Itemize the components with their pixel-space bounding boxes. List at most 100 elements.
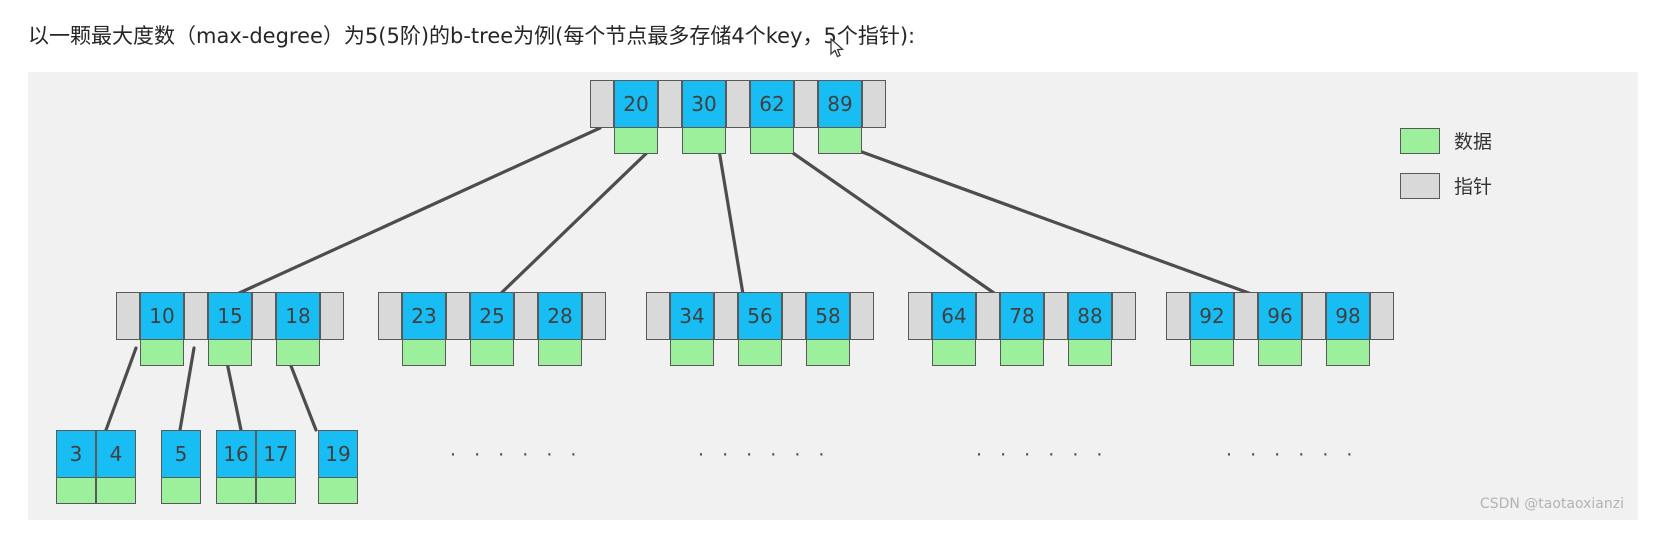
data-box: [216, 478, 256, 504]
pointer-cell[interactable]: [1234, 292, 1258, 340]
key-box: 17: [256, 430, 296, 478]
btree-leaf-node-1[interactable]: 3 4: [56, 430, 136, 504]
key-cell[interactable]: 18: [276, 292, 320, 366]
pointer-cell[interactable]: [1044, 292, 1068, 340]
pointer-box: [514, 292, 538, 340]
pointer-cell[interactable]: [850, 292, 874, 340]
pointer-cell[interactable]: [252, 292, 276, 340]
pointer-cell[interactable]: [794, 80, 818, 128]
key-box: 5: [161, 430, 201, 478]
btree-leaf-node-2[interactable]: 5: [161, 430, 201, 504]
data-box: [256, 478, 296, 504]
pointer-box: [782, 292, 806, 340]
key-box: 25: [470, 292, 514, 340]
pointer-box: [1166, 292, 1190, 340]
key-cell[interactable]: 30: [682, 80, 726, 154]
data-box: [1000, 340, 1044, 366]
pointer-cell[interactable]: [658, 80, 682, 128]
btree-leaf-node-3[interactable]: 16 17: [216, 430, 296, 504]
watermark: CSDN @taotaoxianzi: [1479, 496, 1624, 512]
pointer-cell[interactable]: [1370, 292, 1394, 340]
page-title: 以一颗最大度数（max-degree）为5(5阶)的b-tree为例(每个节点最…: [28, 24, 916, 48]
pointer-cell[interactable]: [378, 292, 402, 340]
pointer-cell[interactable]: [320, 292, 344, 340]
key-cell[interactable]: 56: [738, 292, 782, 366]
leaf-ellipsis-1: · · · · · ·: [450, 444, 583, 466]
pointer-cell[interactable]: [582, 292, 606, 340]
key-cell[interactable]: 3: [56, 430, 96, 504]
pointer-cell[interactable]: [514, 292, 538, 340]
btree-edges: [104, 126, 1270, 432]
data-box: [470, 340, 514, 366]
pointer-cell[interactable]: [1166, 292, 1190, 340]
key-box: 89: [818, 80, 862, 128]
key-box: 30: [682, 80, 726, 128]
btree-internal-node-2[interactable]: 23 25 28: [378, 292, 606, 366]
btree-internal-node-5[interactable]: 92 96 98: [1166, 292, 1394, 366]
pointer-cell[interactable]: [1112, 292, 1136, 340]
key-cell[interactable]: 19: [318, 430, 358, 504]
pointer-cell[interactable]: [184, 292, 208, 340]
pointer-cell[interactable]: [646, 292, 670, 340]
key-box: 98: [1326, 292, 1370, 340]
pointer-cell[interactable]: [782, 292, 806, 340]
key-cell[interactable]: 25: [470, 292, 514, 366]
pointer-box: [646, 292, 670, 340]
pointer-cell[interactable]: [116, 292, 140, 340]
key-cell[interactable]: 92: [1190, 292, 1234, 366]
data-box: [806, 340, 850, 366]
key-cell[interactable]: 28: [538, 292, 582, 366]
key-cell[interactable]: 98: [1326, 292, 1370, 366]
pointer-box: [1234, 292, 1258, 340]
pointer-cell[interactable]: [726, 80, 750, 128]
legend-item-pointer: 指针: [1400, 172, 1492, 199]
data-box: [56, 478, 96, 504]
btree-leaf-node-4[interactable]: 19: [318, 430, 358, 504]
pointer-box: [582, 292, 606, 340]
key-cell[interactable]: 34: [670, 292, 714, 366]
pointer-cell[interactable]: [714, 292, 738, 340]
key-cell[interactable]: 78: [1000, 292, 1044, 366]
key-cell[interactable]: 96: [1258, 292, 1302, 366]
pointer-box: [446, 292, 470, 340]
key-cell[interactable]: 20: [614, 80, 658, 154]
data-box: [276, 340, 320, 366]
data-box: [402, 340, 446, 366]
data-box: [161, 478, 201, 504]
pointer-cell[interactable]: [590, 80, 614, 128]
key-cell[interactable]: 16: [216, 430, 256, 504]
data-box: [318, 478, 358, 504]
key-cell[interactable]: 62: [750, 80, 794, 154]
pointer-cell[interactable]: [446, 292, 470, 340]
pointer-box: [252, 292, 276, 340]
key-cell[interactable]: 64: [932, 292, 976, 366]
pointer-box: [1044, 292, 1068, 340]
key-cell[interactable]: 5: [161, 430, 201, 504]
pointer-box: [794, 80, 818, 128]
pointer-cell[interactable]: [908, 292, 932, 340]
key-cell[interactable]: 88: [1068, 292, 1112, 366]
legend-label-data: 数据: [1454, 131, 1493, 153]
data-box: [750, 128, 794, 154]
pointer-box: [658, 80, 682, 128]
pointer-cell[interactable]: [862, 80, 886, 128]
legend-label-pointer: 指针: [1454, 176, 1493, 198]
key-cell[interactable]: 10: [140, 292, 184, 366]
key-cell[interactable]: 17: [256, 430, 296, 504]
btree-internal-node-3[interactable]: 34 56 58: [646, 292, 874, 366]
key-box: 16: [216, 430, 256, 478]
key-box: 19: [318, 430, 358, 478]
key-cell[interactable]: 23: [402, 292, 446, 366]
pointer-cell[interactable]: [976, 292, 1000, 340]
key-cell[interactable]: 4: [96, 430, 136, 504]
btree-root-node[interactable]: 20 30 62 89: [590, 80, 886, 154]
key-cell[interactable]: 15: [208, 292, 252, 366]
data-box: [1190, 340, 1234, 366]
key-cell[interactable]: 58: [806, 292, 850, 366]
key-cell[interactable]: 89: [818, 80, 862, 154]
btree-internal-node-4[interactable]: 64 78 88: [908, 292, 1136, 366]
pointer-cell[interactable]: [1302, 292, 1326, 340]
key-box: 15: [208, 292, 252, 340]
key-box: 58: [806, 292, 850, 340]
btree-internal-node-1[interactable]: 10 15 18: [116, 292, 344, 366]
